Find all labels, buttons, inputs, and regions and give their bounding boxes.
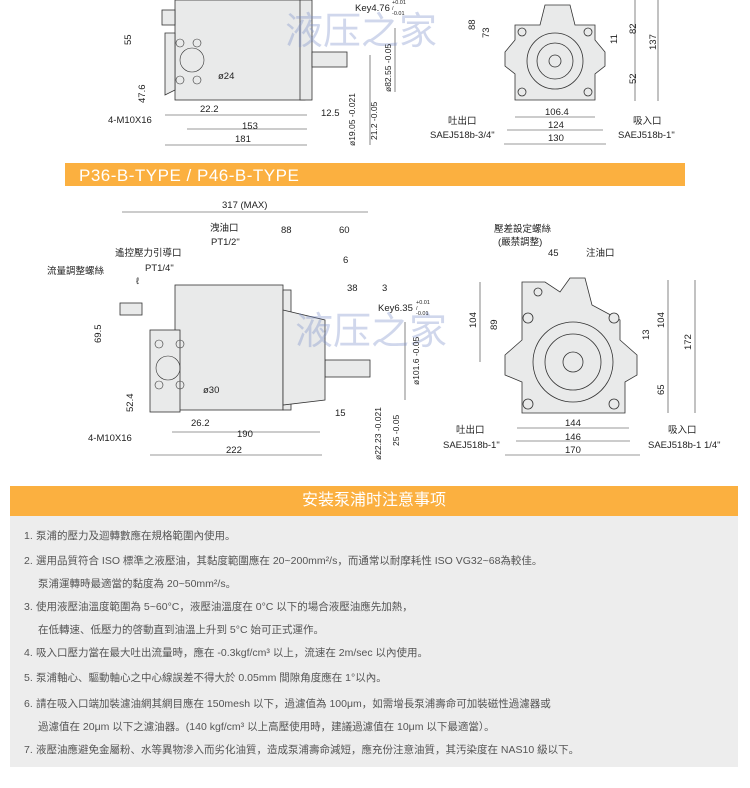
flow-adjust-screw: [161, 9, 176, 26]
note-item: 2.選用品質符合 ISO 標準之液壓油，其黏度範圍應在 20~200mm²/s，…: [24, 555, 543, 590]
drain-label: 洩油口: [210, 223, 239, 234]
pressure-screw-label: 壓差設定螺絲: [494, 224, 552, 235]
dim-172: 172: [683, 334, 694, 350]
dim-22-2: 22.2: [200, 104, 219, 115]
pump-front-view-2: [504, 277, 638, 414]
notes-header: 安装泵浦时注意事项: [10, 486, 738, 516]
port-dia: ø30: [203, 385, 220, 396]
outlet-label: 吐出口: [456, 425, 485, 436]
key-tolerance: +0.01 / -0.01: [416, 300, 430, 317]
dim-153: 153: [242, 121, 258, 132]
pump-body: [174, 0, 306, 101]
inlet-spec: SAEJ518b-1": [618, 130, 675, 141]
bolt-spec: 4-M10X16: [88, 433, 132, 444]
dim-222: 222: [226, 445, 242, 456]
port-block: [164, 32, 176, 96]
watermark: 液压之家: [295, 309, 448, 353]
pump-front-view-1: [504, 4, 606, 101]
dim-170: 170: [565, 445, 581, 456]
dim-104-right: 104: [656, 312, 667, 328]
dim-88: 88: [281, 225, 292, 236]
dim-25: 25 -0.05: [391, 414, 401, 446]
dim-190: 190: [237, 429, 253, 440]
inlet-label: 吸入口: [668, 425, 697, 436]
dim-ell: ℓ: [136, 276, 140, 287]
watermark: 液压之家: [285, 9, 438, 53]
dim-69-5: 69.5: [93, 324, 104, 344]
dim-52-4: 52.4: [125, 393, 136, 413]
notes-panel: 1.泵浦的壓力及迴轉數應在規格範圍內使用。 2.選用品質符合 ISO 標準之液壓…: [10, 516, 738, 767]
note-item: 4.吸入口壓力當在最大吐出流量時，應在 -0.3kgf/cm³ 以上，流速在 2…: [24, 647, 429, 659]
note-item: 1.泵浦的壓力及迴轉數應在規格範圍內使用。: [24, 530, 236, 542]
pump-flange: [299, 0, 313, 101]
dim-52: 52: [628, 73, 639, 84]
dim-26-2: 26.2: [191, 418, 210, 429]
dim-124: 124: [548, 120, 564, 131]
dim-144: 144: [565, 418, 581, 429]
dim-6: 6: [343, 255, 349, 266]
note-item: 5.泵浦軸心、驅動軸心之中心線誤差不得大於 0.05mm 間隙角度應在 1°以內…: [24, 672, 387, 684]
inlet-spec: SAEJ518b-1 1/4": [648, 440, 721, 451]
dim-3: 3: [382, 283, 388, 294]
dim-73: 73: [481, 27, 492, 38]
flow-screw-label: 流量調整螺絲: [47, 266, 105, 277]
dim-45: 45: [548, 248, 559, 259]
pump-body: [174, 284, 284, 411]
dim-65: 65: [656, 384, 667, 395]
key-dim: Key6.35: [378, 303, 413, 314]
dim-146: 146: [565, 432, 581, 443]
port-dia: ø24: [218, 71, 235, 82]
port-block: [149, 329, 181, 413]
dim-82: 82: [628, 23, 639, 34]
note-item: 6.請在吸入口端加裝濾油網其網目應在 150mesh 以下，過濾值為 100μm…: [24, 698, 551, 733]
outlet-spec: SAEJ518b-1": [443, 440, 500, 451]
pressure-screw-note: (嚴禁調整): [498, 237, 543, 248]
remote-port-spec: PT1/4": [145, 263, 174, 274]
dim-47-6: 47.6: [137, 84, 148, 104]
inlet-label: 吸入口: [633, 116, 662, 127]
dim-104-left: 104: [468, 312, 479, 328]
shaft: [311, 51, 348, 68]
dim-15: 15: [335, 408, 346, 419]
fill-port-label: 注油口: [586, 248, 615, 259]
outlet-label: 吐出口: [448, 116, 477, 127]
key-tolerance: +0.01 / -0.01: [392, 0, 406, 17]
dim-13: 13: [641, 329, 652, 340]
pump-side-view-2: [119, 284, 371, 413]
bolt-spec: 4-M10X16: [108, 115, 152, 126]
technical-drawings: [119, 0, 696, 456]
dim-12-5: 12.5: [321, 108, 340, 119]
section-title: P36-B-TYPE / P46-B-TYPE: [79, 166, 300, 185]
dim-88: 88: [467, 19, 478, 30]
dim-60: 60: [339, 225, 350, 236]
drain-spec: PT1/2": [211, 237, 240, 248]
outlet-spec: SAEJ518b-3/4": [430, 130, 495, 141]
note-item: 3.使用液壓油溫度範圍為 5~60°C，液壓油溫度在 0°C 以下的場合液壓油應…: [24, 601, 413, 636]
remote-port-label: 遙控壓力引導口: [115, 248, 182, 259]
pilot-dia: ø101.6 -0.05: [411, 336, 421, 385]
dim-130: 130: [548, 133, 564, 144]
key-dim: Key4.76: [355, 3, 390, 14]
dim-106-4: 106.4: [545, 107, 569, 118]
note-item: 7.液壓油應避免金屬粉、水等異物滲入而劣化油質，造成泵浦壽命減短，應充份注意油質…: [24, 744, 580, 756]
dim-55: 55: [123, 34, 134, 45]
shaft-dia: ø19.05 -0.021: [347, 93, 357, 146]
dim-21-2: 21.2 -0.05: [369, 101, 379, 140]
pilot-dia: ø82.55 -0.05: [383, 43, 393, 92]
dim-317-max: 317 (MAX): [222, 200, 268, 211]
dim-137: 137: [648, 34, 659, 50]
shaft: [324, 359, 371, 378]
dim-38: 38: [347, 283, 358, 294]
dim-89: 89: [489, 319, 500, 330]
dim-11: 11: [609, 34, 620, 44]
section-header: P36-B-TYPE / P46-B-TYPE: [65, 163, 685, 186]
dim-181: 181: [235, 134, 251, 145]
flow-adjust-screw: [119, 302, 143, 316]
shaft-dia: ø22.23 -0.021: [373, 407, 383, 460]
pump-side-view-1: [161, 0, 348, 101]
